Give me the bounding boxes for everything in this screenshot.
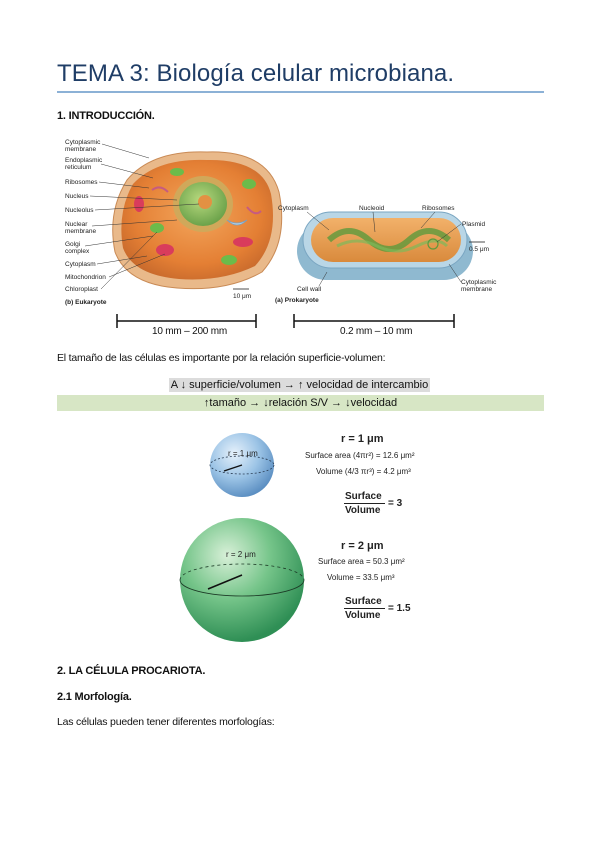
small-sphere-fraction-bar [344, 503, 385, 504]
svg-text:Endoplasmic: Endoplasmic [65, 157, 103, 164]
svg-text:Cytoplasm: Cytoplasm [278, 205, 309, 212]
formula-size-ratio: ↑tamaño → ↓relación S/V → ↓velocidad [57, 395, 544, 411]
eukaryote-size-range [116, 314, 257, 328]
cell-comparison-figure: Cytoplasmic membrane Endoplasmic reticul… [65, 139, 497, 328]
svg-text:0.5 μm: 0.5 μm [469, 246, 489, 253]
subsection-heading-morfologia: 2.1 Morfología. [57, 691, 132, 703]
formula-text-1: A ↓ superficie/volumen → ↑ velocidad de … [168, 378, 431, 392]
svg-text:Cytoplasmic: Cytoplasmic [461, 279, 497, 286]
small-sphere-ratio-value: = 3 [388, 498, 403, 509]
large-sphere [179, 518, 305, 642]
svg-text:Cell wall: Cell wall [297, 286, 322, 293]
svg-text:Ribosomes: Ribosomes [422, 205, 455, 212]
small-sphere-ratio-bottom: Volume [345, 505, 381, 516]
svg-text:Ribosomes: Ribosomes [65, 179, 98, 186]
page-title: TEMA 3: Biología celular microbiana. [57, 60, 455, 87]
svg-text:(b) Eukaryote: (b) Eukaryote [65, 299, 107, 306]
prokaryote-size-range [293, 314, 455, 328]
label-cytoplasmic-membrane: Cytoplasmic [65, 139, 101, 146]
svg-text:Chloroplast: Chloroplast [65, 286, 98, 293]
svg-text:Golgi: Golgi [65, 241, 80, 248]
section-heading-introduccion: 1. INTRODUCCIÓN. [57, 110, 155, 122]
svg-text:Mitochondrion: Mitochondrion [65, 274, 106, 281]
prokaryote-illustration [297, 211, 473, 280]
large-sphere-volume: Volume = 33.5 μm³ [327, 573, 395, 582]
svg-text:Plasmid: Plasmid [462, 221, 486, 228]
eukaryote-range-label: 10 mm – 200 mm [152, 326, 228, 337]
svg-text:reticulum: reticulum [65, 164, 91, 171]
section-heading-procariota: 2. LA CÉLULA PROCARIOTA. [57, 665, 206, 677]
svg-text:Nucleolus: Nucleolus [65, 207, 94, 214]
title-divider [57, 91, 544, 93]
large-sphere-ratio-bottom: Volume [345, 610, 381, 621]
svg-text:Nucleoid: Nucleoid [359, 205, 385, 212]
large-sphere-fraction-bar [344, 608, 385, 609]
spheres-figure [179, 433, 305, 642]
svg-text:membrane: membrane [65, 146, 96, 153]
small-sphere-radius-label: r = 1 μm [228, 449, 258, 458]
small-sphere-heading: r = 1 μm [341, 433, 384, 445]
small-sphere-ratio-top: Surface [345, 491, 382, 502]
large-sphere-heading: r = 2 μm [341, 540, 384, 552]
large-sphere-ratio-value: = 1.5 [388, 603, 411, 614]
small-sphere-volume: Volume (4/3 πr³) = 4.2 μm³ [316, 467, 411, 476]
paragraph-surface-volume: El tamaño de las células es importante p… [57, 352, 386, 364]
large-sphere-radius-label: r = 2 μm [226, 550, 256, 559]
svg-text:Nuclear: Nuclear [65, 221, 88, 228]
svg-text:(a) Prokaryote: (a) Prokaryote [275, 297, 319, 304]
svg-text:Nucleus: Nucleus [65, 193, 89, 200]
small-sphere [209, 433, 275, 497]
svg-text:membrane: membrane [461, 286, 492, 293]
paragraph-morfologias: Las células pueden tener diferentes morf… [57, 716, 275, 728]
prokaryote-labels: Cytoplasm Nucleoid Ribosomes Plasmid 0.5… [275, 205, 497, 304]
prokaryote-range-label: 0.2 mm – 10 mm [340, 326, 413, 337]
eukaryote-labels: Cytoplasmic membrane Endoplasmic reticul… [65, 139, 251, 306]
svg-text:10 μm: 10 μm [233, 293, 251, 300]
large-sphere-surface: Surface area = 50.3 μm² [318, 557, 405, 566]
formula-surface-volume: A ↓ superficie/volumen → ↑ velocidad de … [0, 378, 599, 392]
svg-text:complex: complex [65, 248, 90, 255]
svg-text:membrane: membrane [65, 228, 96, 235]
large-sphere-ratio-top: Surface [345, 596, 382, 607]
small-sphere-surface: Surface area (4πr²) = 12.6 μm² [305, 451, 415, 460]
svg-text:Cytoplasm: Cytoplasm [65, 261, 96, 268]
eukaryote-illustration [112, 151, 283, 290]
